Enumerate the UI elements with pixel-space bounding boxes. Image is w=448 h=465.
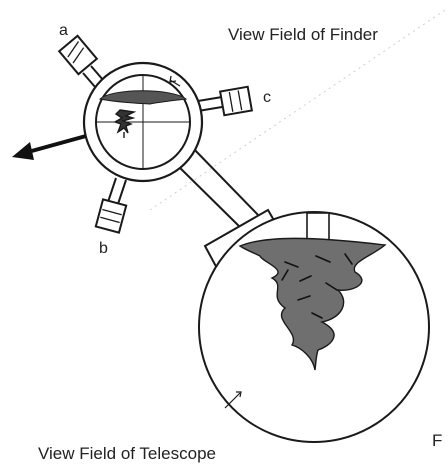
finder-title-label: View Field of Finder xyxy=(228,25,378,44)
figure-letter-label: F xyxy=(432,431,442,450)
screw-b-label: b xyxy=(99,240,108,257)
screw-c-label: c xyxy=(263,89,271,106)
screw-a-label: a xyxy=(59,22,68,39)
direction-arrow xyxy=(12,136,86,160)
screw-c xyxy=(198,87,252,115)
telescope-view-field xyxy=(199,212,429,442)
screw-b xyxy=(96,178,126,233)
finder-view-field xyxy=(84,63,202,181)
telescope-title-label: View Field of Telescope xyxy=(38,444,216,463)
